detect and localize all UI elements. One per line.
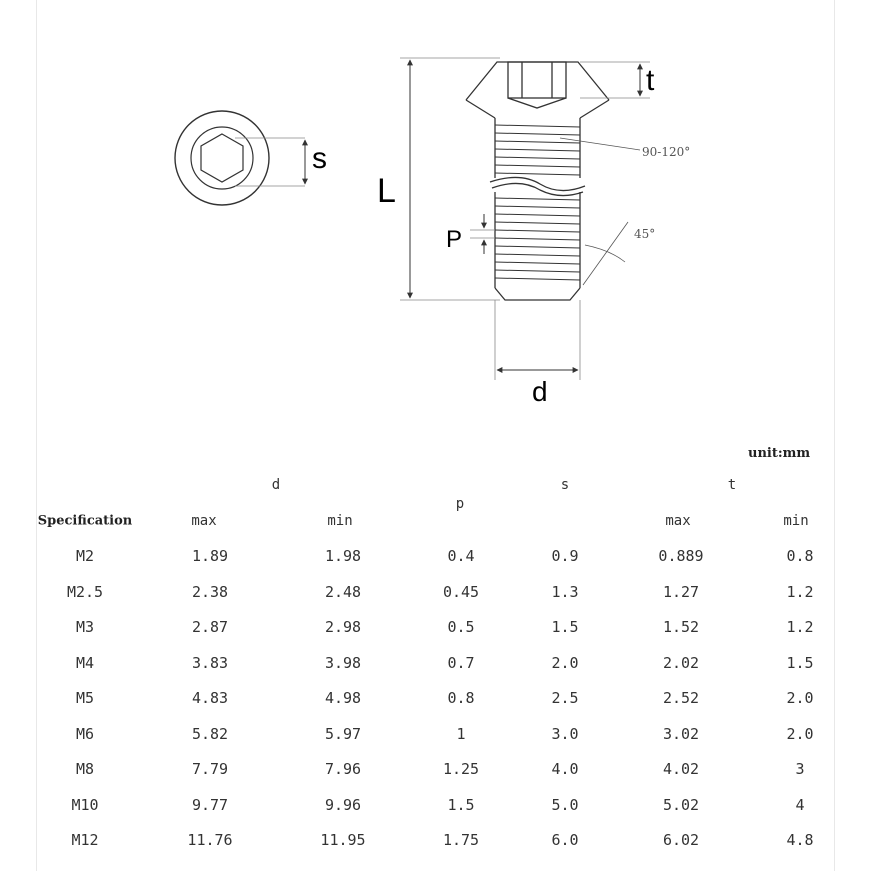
cell-t-max: 6.02: [662, 831, 700, 849]
cell-d-max: 11.76: [187, 831, 233, 849]
cell-p: 1.25: [442, 760, 480, 778]
cell-spec: M6: [75, 724, 95, 743]
cell-t-min: 3: [795, 760, 805, 778]
cell-d-min: 4.98: [324, 689, 362, 707]
cell-d-max: 1.89: [191, 547, 229, 565]
header-t-max: max: [665, 513, 691, 529]
cone-angle: 90-120°: [559, 137, 690, 159]
cell-d-max: 4.83: [191, 689, 229, 707]
cell-t-max: 1.52: [662, 618, 700, 636]
cell-s: 0.9: [551, 547, 579, 565]
cell-p: 0.4: [447, 547, 475, 565]
hex-socket-icon: [200, 133, 244, 183]
cell-d-min: 9.96: [324, 795, 362, 814]
header-d-min: min: [327, 513, 353, 529]
left-border: [36, 0, 37, 871]
cell-d-min: 1.98: [324, 547, 362, 565]
cell-d-max: 5.82: [191, 724, 229, 743]
cell-s: 5.0: [551, 795, 579, 814]
right-border: [834, 0, 835, 871]
header-specification: Specification: [37, 513, 133, 529]
pitch-dimension: P: [446, 214, 495, 254]
header-t-min: min: [783, 513, 809, 529]
cell-d-min: 7.96: [324, 760, 362, 778]
cell-t-min: 1.2: [786, 582, 814, 601]
label-t: t: [646, 64, 655, 97]
cell-p: 1.5: [447, 795, 475, 814]
cell-d-max: 7.79: [191, 760, 229, 778]
unit-label: unit:mm: [748, 446, 811, 461]
header-d: d: [271, 477, 281, 493]
cell-t-min: 2.0: [786, 689, 814, 707]
cell-d-min: 2.48: [324, 582, 362, 601]
cell-d-min: 11.95: [320, 831, 366, 849]
cell-t-max: 5.02: [662, 795, 700, 814]
cell-spec: M4: [75, 653, 95, 672]
cell-s: 3.0: [551, 724, 579, 743]
cell-spec: M10: [71, 795, 99, 814]
cell-s: 2.0: [551, 653, 579, 672]
cell-s: 6.0: [551, 831, 579, 849]
cell-s: 2.5: [551, 689, 579, 707]
set-screw-drawing: s L: [174, 57, 690, 407]
cell-t-min: 1.2: [786, 618, 814, 636]
cell-t-min: 0.8: [786, 547, 814, 565]
label-s: s: [312, 142, 327, 175]
cell-spec: M2.5: [66, 582, 104, 601]
cell-s: 1.5: [551, 618, 579, 636]
cell-t-max: 2.02: [662, 653, 700, 672]
cell-s: 4.0: [551, 760, 579, 778]
cell-p: 0.8: [447, 689, 475, 707]
cell-t-min: 4: [795, 795, 805, 814]
label-cone-angle: 90-120°: [642, 145, 690, 159]
length-dimension: L: [377, 57, 500, 301]
cell-p: 1: [456, 724, 466, 743]
end-view: s: [174, 110, 327, 206]
label-d: d: [532, 376, 548, 407]
cell-d-max: 2.38: [191, 582, 229, 601]
t-dimension: t: [580, 61, 655, 99]
cell-s: 1.3: [551, 582, 579, 601]
cell-t-max: 4.02: [662, 760, 700, 778]
thread-lines: [494, 124, 581, 281]
d-dimension: d: [494, 300, 581, 407]
header-t: t: [727, 477, 737, 493]
cell-t-max: 1.27: [662, 582, 700, 601]
cell-t-max: 0.889: [658, 547, 704, 565]
cell-t-min: 4.8: [786, 831, 814, 849]
label-chamfer-angle: 45°: [634, 227, 655, 241]
cell-p: 1.75: [442, 831, 480, 849]
cell-t-max: 2.52: [662, 689, 700, 707]
cell-spec: M5: [75, 689, 95, 707]
cell-d-min: 5.97: [324, 724, 362, 743]
cell-spec: M2: [75, 547, 95, 565]
cell-spec: M3: [75, 618, 95, 636]
cell-d-min: 3.98: [324, 653, 362, 672]
cell-d-min: 2.98: [324, 618, 362, 636]
cell-spec: M12: [71, 831, 99, 849]
cell-t-min: 1.5: [786, 653, 814, 672]
header-s: s: [560, 477, 570, 493]
chamfer-angle: 45°: [582, 221, 655, 286]
header-d-max: max: [191, 513, 217, 529]
cell-p: 0.45: [442, 582, 480, 601]
cell-d-max: 3.83: [191, 653, 229, 672]
cell-t-min: 2.0: [786, 724, 814, 743]
cell-d-max: 2.87: [191, 618, 229, 636]
cell-p: 0.7: [447, 653, 475, 672]
header-p: p: [455, 496, 465, 512]
cell-d-max: 9.77: [191, 795, 229, 814]
cell-t-max: 3.02: [662, 724, 700, 743]
cell-spec: M8: [75, 760, 95, 778]
cell-p: 0.5: [447, 618, 475, 636]
label-P: P: [446, 226, 462, 253]
label-L: L: [377, 172, 396, 210]
